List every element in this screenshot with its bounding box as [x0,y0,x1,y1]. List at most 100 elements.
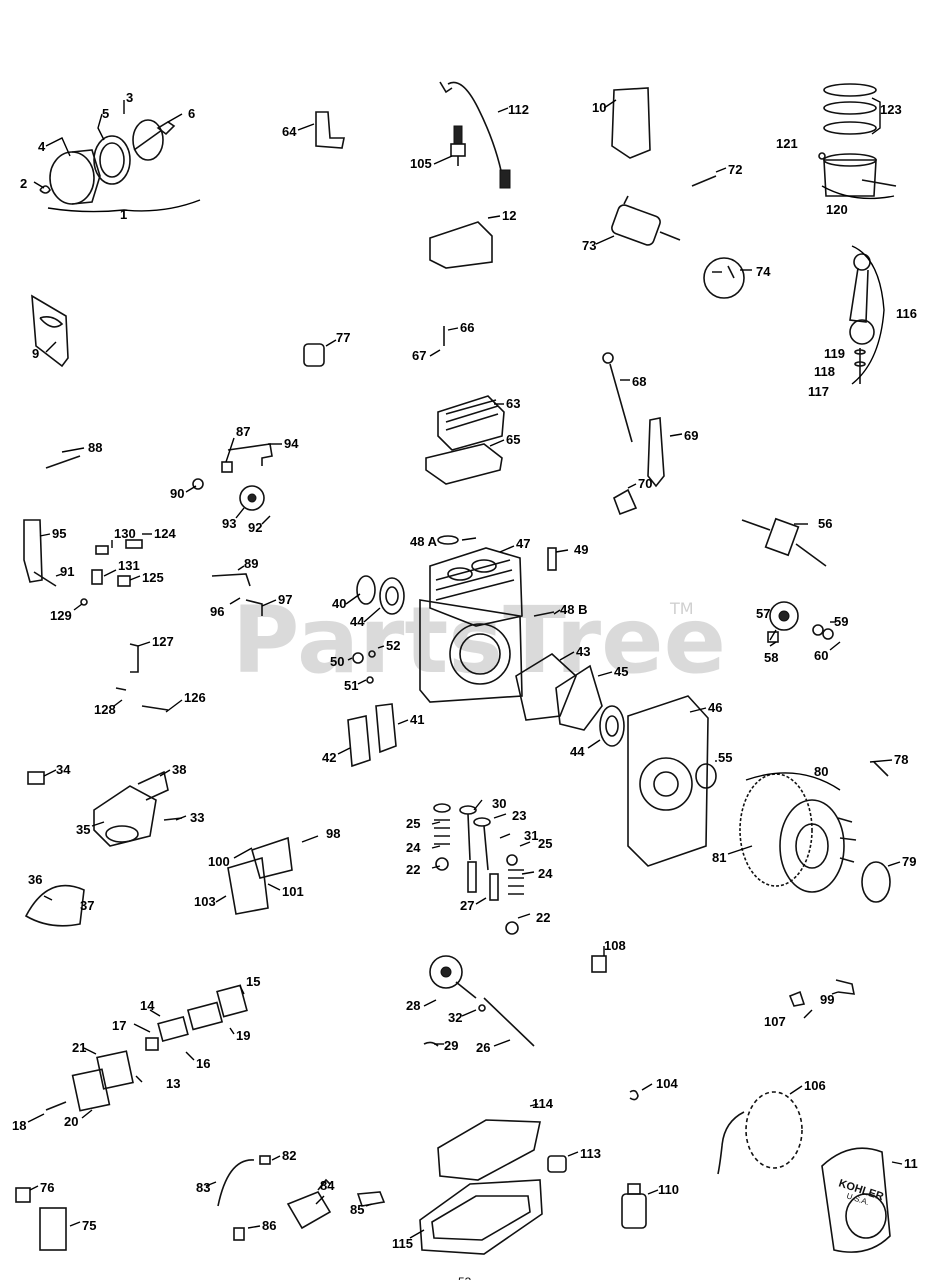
callout-3: 3 [126,90,133,105]
part-bracket-64[interactable] [315,111,345,149]
part-piston[interactable] [818,83,897,197]
part-connecting-rod[interactable] [849,253,875,384]
part-bearing-40[interactable] [356,575,405,615]
callout-70: 70 [638,476,652,491]
part-gasket-45[interactable] [555,664,603,731]
part-crankshaft[interactable] [741,517,827,567]
part-screw-52[interactable] [368,650,376,658]
part-bracket-9[interactable] [31,294,69,368]
part-ignition-lead[interactable] [439,81,511,189]
callout-28: 28 [406,998,420,1013]
part-key-78[interactable] [873,761,889,777]
part-76[interactable] [15,1187,31,1203]
part-linkage[interactable] [115,643,169,711]
part-closure-plate[interactable] [627,695,709,867]
part-bushing-77[interactable] [303,343,325,367]
part-oil-filter[interactable] [547,1155,567,1173]
part-breather-41[interactable] [375,703,397,754]
part-gear-57[interactable] [767,601,834,643]
callout-84: 84 [320,1178,335,1193]
part-gasket-70[interactable] [613,488,638,516]
callout-20: 20 [64,1114,78,1129]
part-head-gasket[interactable] [425,443,503,485]
part-fitting-82[interactable] [259,1155,271,1165]
callout-95: 95 [52,526,66,541]
part-valve-train[interactable] [433,803,524,935]
callout-131: 131 [118,558,140,573]
callout-76: 76 [40,1180,54,1195]
part-dipstick-tube[interactable] [647,417,665,488]
part-dipstick[interactable] [602,352,633,443]
part-34[interactable] [27,771,45,785]
part-flywheel[interactable] [739,773,857,893]
callout-101: 101 [282,884,304,899]
callout-117: 117 [808,384,829,399]
part-bolt-72[interactable] [691,175,717,187]
callout-43: 43 [576,644,590,659]
part-cylinder-head[interactable] [437,395,505,451]
callout-31: 31 [524,828,538,843]
callout-119: 119 [824,346,845,361]
part-governor-group[interactable] [23,443,273,616]
part-108[interactable] [591,955,607,973]
callout-69: 69 [684,428,698,443]
callout-82: 82 [282,1148,296,1163]
callout-38: 38 [172,762,186,777]
part-screw-51[interactable] [366,676,374,684]
part-grass-screen[interactable] [861,861,891,903]
callout-106: 106 [804,1078,826,1093]
part-stator[interactable] [717,1091,803,1175]
callout-127: 127 [152,634,174,649]
part-shield-10[interactable] [611,87,651,159]
part-clip-104[interactable] [629,1089,639,1101]
part-99[interactable] [835,979,856,995]
callout-115: 115 [392,1236,413,1251]
part-carburetor[interactable] [93,770,183,847]
part-fuel-pump[interactable] [286,1178,332,1230]
part-ignition-coil[interactable] [621,1183,647,1229]
callout-2: 2 [20,176,27,191]
part-gasket-43[interactable] [515,653,577,721]
callout-105: 105 [410,156,432,171]
watermark-tm: TM [669,599,694,618]
part-cylinder-block[interactable] [419,535,523,703]
callout-104: 104 [656,1076,678,1091]
callout-79: 79 [902,854,916,869]
part-breather-42[interactable] [347,715,371,768]
part-baffle-12[interactable] [429,221,493,269]
callout-11: 11 [904,1156,918,1171]
callout-93: 93 [222,516,236,531]
callout-60: 60 [814,648,828,663]
callout-42: 42 [322,750,336,765]
part-blower-housing[interactable]: KOHLER U.S.A. [821,1147,891,1253]
part-fuel-line[interactable] [217,1159,255,1207]
callout-68: 68 [632,374,646,389]
part-fitting-86[interactable] [233,1227,245,1241]
part-pin-48b[interactable] [533,611,555,617]
part-fuel-pump-plate[interactable] [227,836,293,915]
part-bracket-36[interactable] [24,884,85,927]
part-control-panel[interactable] [45,984,248,1112]
part-spark-plug[interactable] [450,125,466,166]
part-starter-motor[interactable] [610,195,681,247]
part-oil-pan-gasket[interactable] [437,1119,541,1181]
part-oil-pan[interactable] [419,1179,543,1255]
callout-24b: 24 [538,866,553,881]
part-air-cleaner[interactable] [39,119,176,205]
part-plate-74[interactable] [703,257,745,299]
part-rectifier[interactable] [39,1207,67,1251]
callout-50: 50 [330,654,344,669]
part-ring-50[interactable] [352,652,364,664]
callout-30: 30 [492,796,506,811]
part-camshaft[interactable] [423,955,535,1047]
part-107[interactable] [788,990,806,1007]
part-seal-55[interactable] [695,763,717,789]
callout-103: 103 [194,894,216,909]
part-bearing-44[interactable] [599,705,625,747]
part-bracket-85[interactable] [356,1191,386,1207]
page-number: 53 [458,1275,472,1280]
callout-51: 51 [344,678,358,693]
part-pin-49[interactable] [547,547,557,571]
callout-55: 55 [718,750,732,765]
